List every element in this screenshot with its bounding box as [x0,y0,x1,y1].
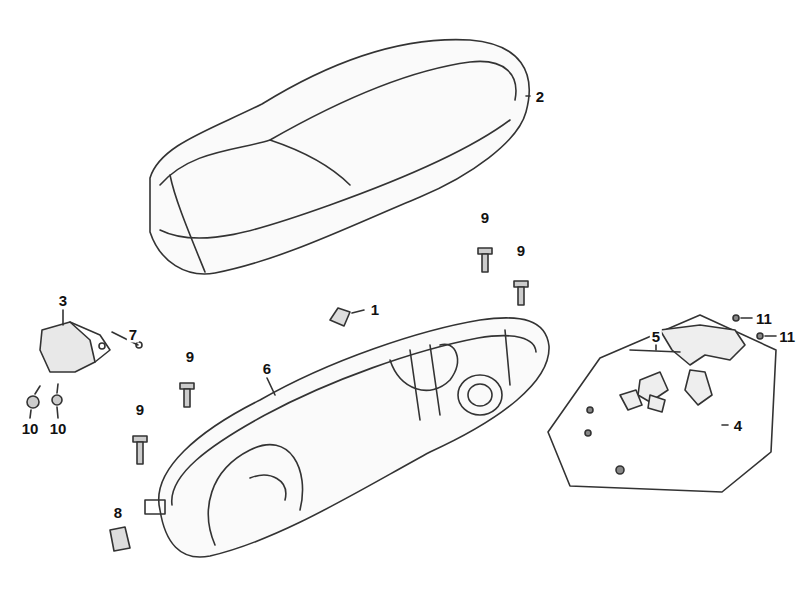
callout-number: 10 [20,420,41,437]
callout-number: 9 [479,209,491,226]
callout-number: 5 [650,328,662,345]
callout-number: 3 [57,292,69,309]
callout-number: 9 [515,242,527,259]
callout-number: 7 [127,326,139,343]
callout-number: 10 [48,420,69,437]
callout-number: 9 [134,401,146,418]
callout-number: 4 [732,417,744,434]
callout-number: 9 [184,348,196,365]
callout-number: 6 [261,360,273,377]
callout-number: 11 [754,310,774,327]
callout-number: 8 [112,504,124,521]
callout-number: 1 [369,301,381,318]
callout-number: 11 [777,328,797,345]
callout-number: 2 [534,88,546,105]
